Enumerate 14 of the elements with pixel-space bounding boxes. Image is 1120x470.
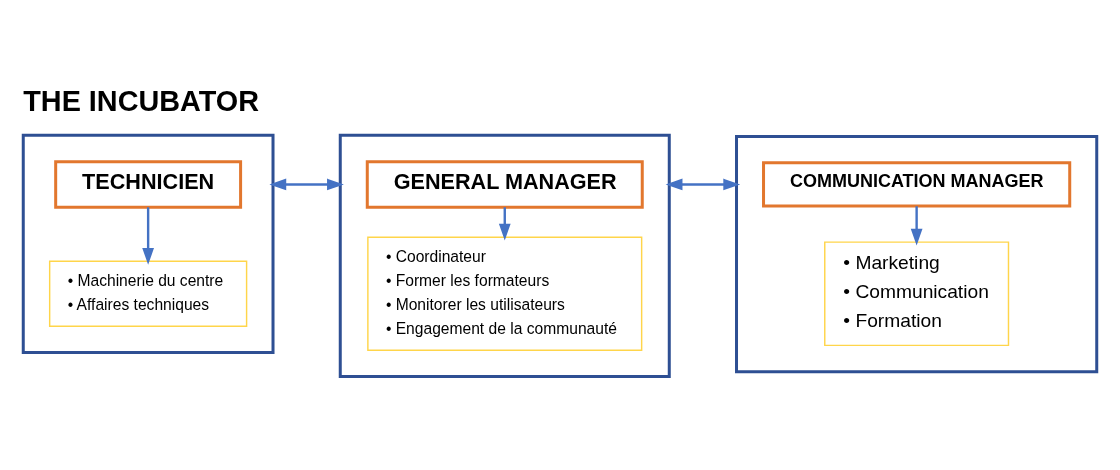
arrow [665,178,741,190]
node-box: TECHNICIEN [54,159,243,209]
cluster [338,133,671,378]
node-box: GENERAL MANAGER [365,159,644,209]
node-box: • Marketing • Communication • Formation [824,240,1010,346]
node-box: • Machinerie du centre • Affaires techniques [48,260,248,327]
cluster [735,134,1099,373]
node-box: • Coordinateur • Former les formateurs • Monitorer les utilisateurs • Engagement de la communauté [367,236,643,351]
node-box: COMMUNICATION MANAGER [762,160,1072,208]
arrow [269,178,344,190]
diagram-title: THE INCUBATOR [23,84,259,117]
arrow [142,206,155,265]
arrow [910,205,923,245]
cluster [21,133,275,354]
